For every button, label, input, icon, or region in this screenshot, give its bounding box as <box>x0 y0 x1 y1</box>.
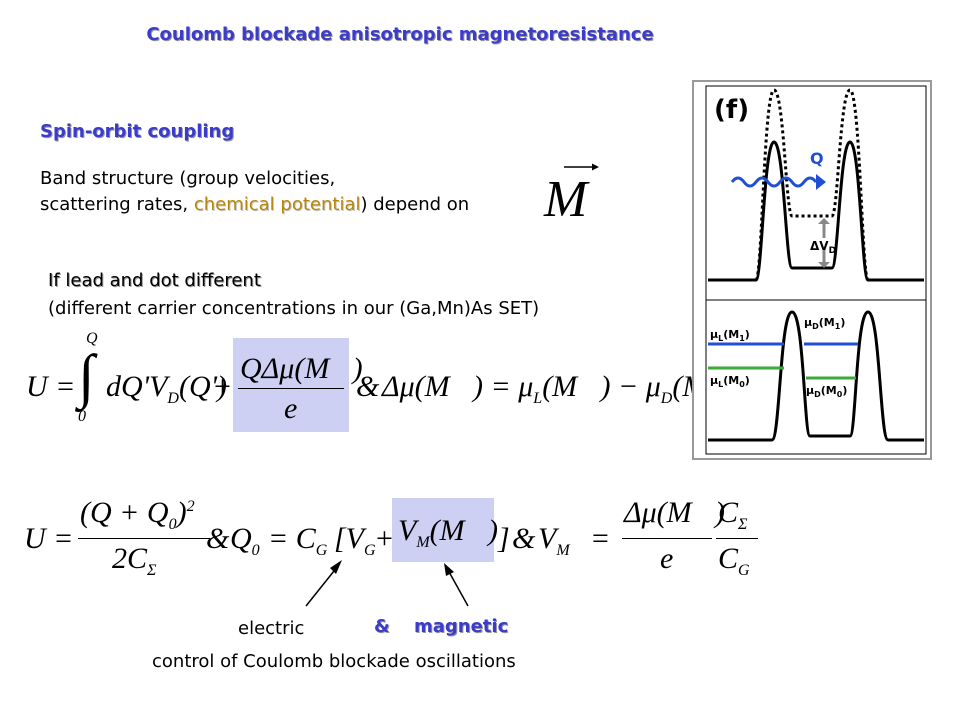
eq2-f2-denominator: e <box>660 542 674 575</box>
panel-label: (f) <box>714 95 749 125</box>
eq1-plus: + <box>214 370 231 403</box>
mu-l-m1-label: μL(M1) <box>710 328 750 343</box>
eq2-lhs: U = <box>24 522 74 555</box>
mu-d-m0-label: μD(M0) <box>806 384 847 399</box>
section-heading: Spin-orbit coupling <box>40 121 235 142</box>
eq2-cg: = CG <box>268 522 328 559</box>
integral-sign: ∫ <box>78 343 95 409</box>
eq1-highlight-box <box>233 338 349 432</box>
figure-panel-f: (f) Q ΔVD μL(M1) μL(M0) μD(M1) μD(M0) <box>692 80 932 460</box>
eq1-fraction-denominator: e <box>284 392 298 425</box>
integral-lower-limit: 0 <box>78 408 86 425</box>
mu-l-m0-label: μL(M0) <box>710 374 750 389</box>
eq1-fraction-numerator: QΔμ(M⃗) <box>240 352 363 385</box>
band-line-2: scattering rates, chemical potential) de… <box>40 192 469 218</box>
eq2-f2-numerator: Δμ(M⃗) <box>624 496 725 529</box>
mu-d-m1-label: μD(M1) <box>804 316 845 331</box>
chemical-potential-highlight: chemical potential <box>193 194 361 215</box>
band-line-1: Band structure (group velocities, <box>40 168 336 189</box>
caption-text: control of Coulomb blockade oscillations <box>152 651 516 672</box>
delta-vd-label: ΔVD <box>810 239 836 256</box>
eq2-ampersand-2: & <box>512 522 536 555</box>
ampersand-label: & <box>374 616 390 637</box>
eq2-plus: + <box>376 522 393 555</box>
eq1-fraction-bar <box>238 388 344 389</box>
eq2-f2-bar <box>622 538 712 539</box>
eq1-lhs: U = <box>26 370 76 403</box>
arrow-electric-line <box>305 565 339 607</box>
q-label: Q <box>810 149 824 168</box>
eq2-f1-denominator: 2CΣ <box>112 542 157 579</box>
integral-upper-limit: Q <box>86 330 98 347</box>
svg-text:M: M <box>543 171 590 220</box>
eq2-f3-denominator: CG <box>718 542 750 579</box>
eq2-highlight-box <box>392 498 494 562</box>
eq2-vm-term: VM(M⃗) <box>398 514 498 551</box>
lead-dot-heading: If lead and dot different <box>48 270 261 291</box>
lead-dot-detail: (different carrier concentrations in our… <box>48 298 540 319</box>
eq1-integrand: dQ'VD(Q') <box>106 370 228 407</box>
eq2-vm2: VM <box>538 522 570 559</box>
eq2-f3-bar <box>716 538 758 539</box>
coulomb-blockade-diagram: (f) Q ΔVD μL(M1) μL(M0) μD(M1) μD(M0) <box>692 80 932 460</box>
equation-2: U = (Q + Q0)2 2CΣ & Q0 = CG [VG + VM(M⃗)… <box>24 496 760 592</box>
eq2-bracket-close: ] <box>498 522 510 555</box>
arrow-magnetic-line <box>447 569 469 607</box>
band-line-2-post: ) depend on <box>360 194 470 215</box>
electric-label: electric <box>238 618 305 639</box>
eq2-ampersand-1: & <box>206 522 230 555</box>
band-structure-text: Band structure (group velocities, scatte… <box>40 166 469 218</box>
vector-m-svg: M <box>543 163 599 228</box>
band-line-2-pre: scattering rates, <box>40 194 194 215</box>
arrow-electric-head <box>330 560 342 574</box>
eq2-f3-numerator: CΣ <box>718 496 748 533</box>
magnetization-vector-symbol: M <box>542 162 608 228</box>
eq2-vg: [VG <box>334 522 376 559</box>
slide-title: Coulomb blockade anisotropic magnetoresi… <box>146 24 654 45</box>
arrow-magnetic-head <box>444 563 454 576</box>
eq2-f1-bar <box>78 538 210 539</box>
eq1-ampersand: & <box>356 370 380 403</box>
eq2-q0: Q0 <box>230 522 260 559</box>
eq2-f1-numerator: (Q + Q0)2 <box>80 496 195 533</box>
eq2-equals: = <box>590 522 611 555</box>
magnetic-label: magnetic <box>414 616 509 637</box>
